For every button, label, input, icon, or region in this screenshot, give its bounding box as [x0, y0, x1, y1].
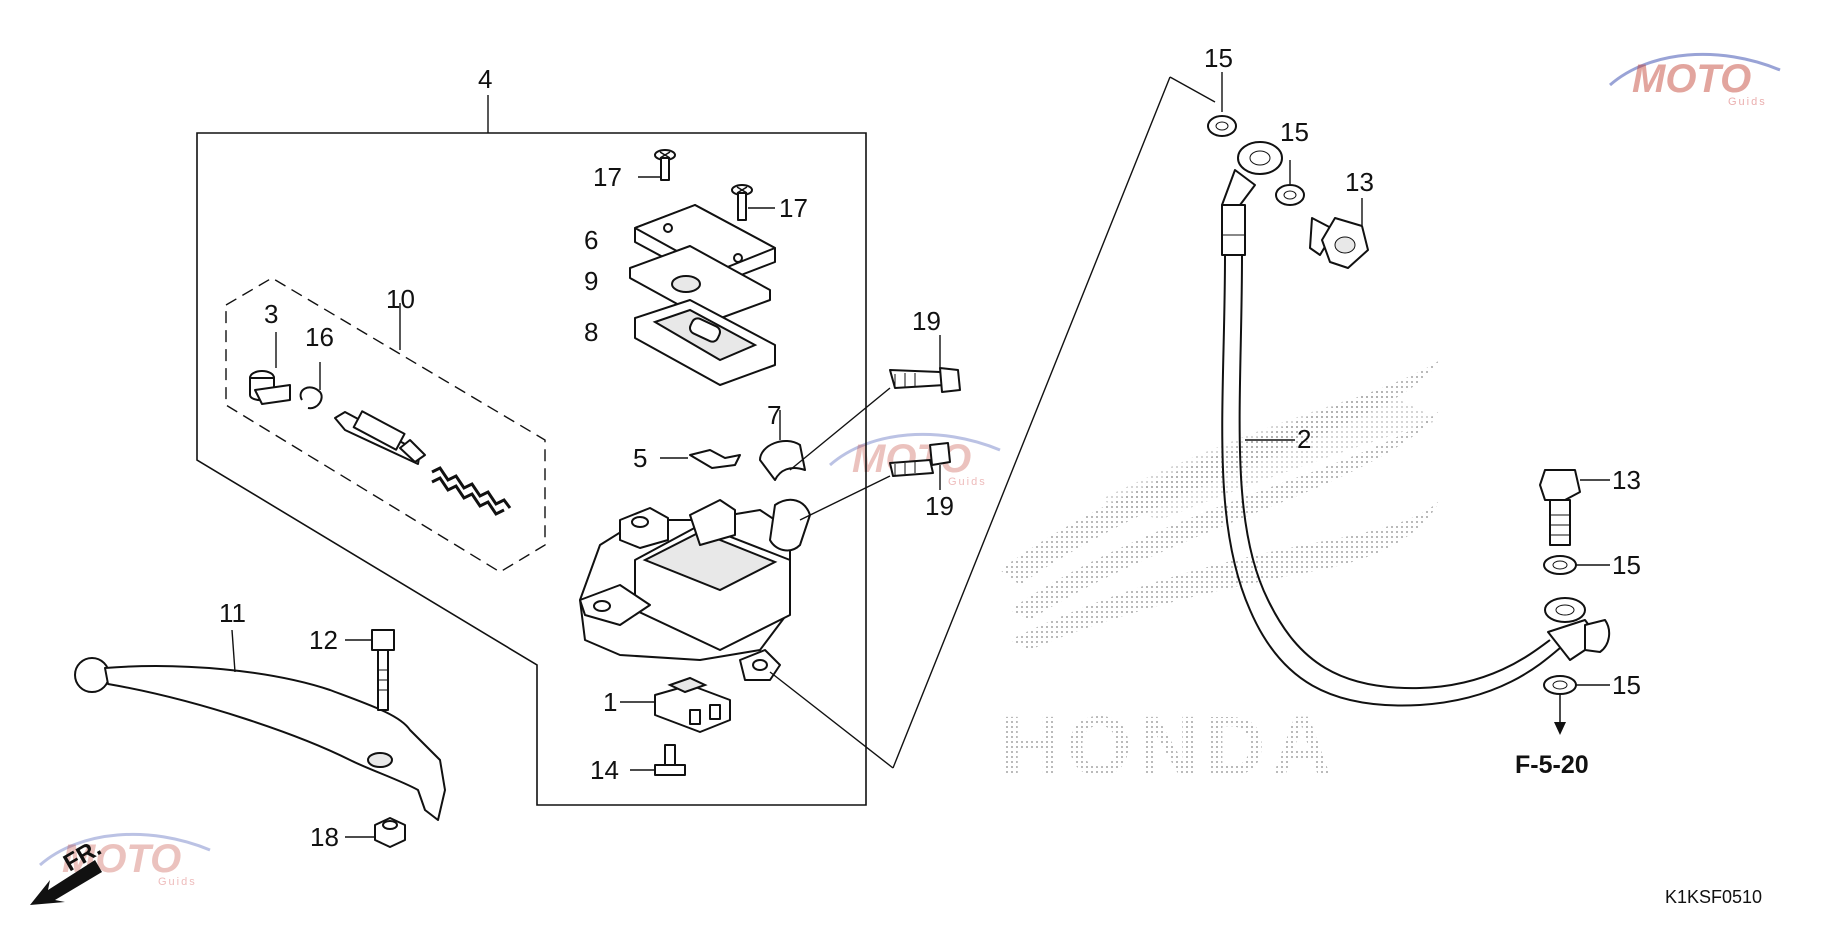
callout-8: 8 — [584, 317, 598, 347]
boot — [249, 332, 291, 405]
holder-bolt-upper — [889, 335, 961, 393]
svg-text:Guids: Guids — [948, 476, 987, 488]
piston — [334, 410, 426, 465]
brake-lever — [74, 629, 446, 821]
lever-nut — [345, 817, 406, 848]
watermark-middle: MOTO Guids — [829, 432, 1001, 488]
sealing-washer-right-upper — [1543, 555, 1610, 575]
callout-15-right-upper: 15 — [1612, 550, 1641, 580]
clip — [660, 449, 741, 469]
watermark-bottom-left: MOTO Guids — [39, 832, 211, 888]
callout-10: 10 — [386, 284, 415, 314]
diagram-code: K1KSF0510 — [1665, 887, 1762, 907]
callout-19-lower: 19 — [925, 491, 954, 521]
callout-18: 18 — [310, 822, 339, 852]
holder — [759, 410, 811, 552]
callout-13-right: 13 — [1612, 465, 1641, 495]
callout-7: 7 — [767, 400, 781, 430]
reference-label: F-5-20 — [1515, 751, 1589, 779]
cap-screw-right — [731, 184, 775, 221]
reservoir-cap — [634, 204, 776, 286]
honda-wing-logo: HONDA — [1000, 360, 1440, 793]
sealing-washer-right-lower — [1543, 675, 1610, 695]
brake-hose — [1221, 141, 1611, 707]
svg-text:Guids: Guids — [158, 876, 197, 888]
callout-17-right: 17 — [779, 193, 808, 223]
callout-2: 2 — [1297, 424, 1311, 454]
holder-bolt-lower — [889, 442, 951, 490]
hose-connection-leader — [769, 76, 1216, 769]
piston-set-frame — [225, 277, 546, 573]
honda-logo-text: HONDA — [1000, 699, 1338, 793]
svg-text:MOTO: MOTO — [1632, 57, 1751, 101]
callout-3: 3 — [264, 299, 278, 329]
callout-labels: 4 17 17 6 9 8 10 3 16 19 19 7 5 11 12 1 … — [219, 43, 1762, 907]
stop-switch — [620, 676, 731, 733]
callout-11: 11 — [219, 598, 246, 628]
switch-screw — [630, 744, 686, 776]
callout-5: 5 — [633, 443, 647, 473]
callout-14: 14 — [590, 755, 619, 785]
callout-9: 9 — [584, 266, 598, 296]
callout-19-upper: 19 — [912, 306, 941, 336]
diaphragm-plate — [629, 245, 771, 323]
spring — [431, 466, 512, 516]
callout-12: 12 — [309, 625, 338, 655]
callout-4: 4 — [478, 64, 492, 94]
callout-1: 1 — [603, 687, 617, 717]
svg-text:Guids: Guids — [1728, 96, 1767, 108]
callout-17-left: 17 — [593, 162, 622, 192]
lever-pivot-bolt — [345, 629, 395, 711]
circlip — [299, 362, 323, 410]
master-cylinder-body — [579, 499, 791, 681]
cap-screw-left — [638, 149, 676, 181]
callout-15-right-lower: 15 — [1612, 670, 1641, 700]
oil-bolt-right — [1539, 469, 1610, 546]
callout-15-top: 15 — [1204, 43, 1233, 73]
callout-6: 6 — [584, 225, 598, 255]
callout-15-second: 15 — [1280, 117, 1309, 147]
callout-16: 16 — [305, 322, 334, 352]
master-cylinder-assembly-frame — [196, 95, 867, 806]
sealing-washer-second — [1275, 160, 1305, 206]
watermark-top-right: MOTO Guids — [1609, 52, 1781, 108]
arrow-down-icon — [1554, 695, 1566, 735]
sealing-washer-top — [1207, 72, 1237, 137]
diaphragm — [634, 299, 776, 386]
oil-bolt-top — [1309, 198, 1369, 269]
callout-13-top: 13 — [1345, 167, 1374, 197]
